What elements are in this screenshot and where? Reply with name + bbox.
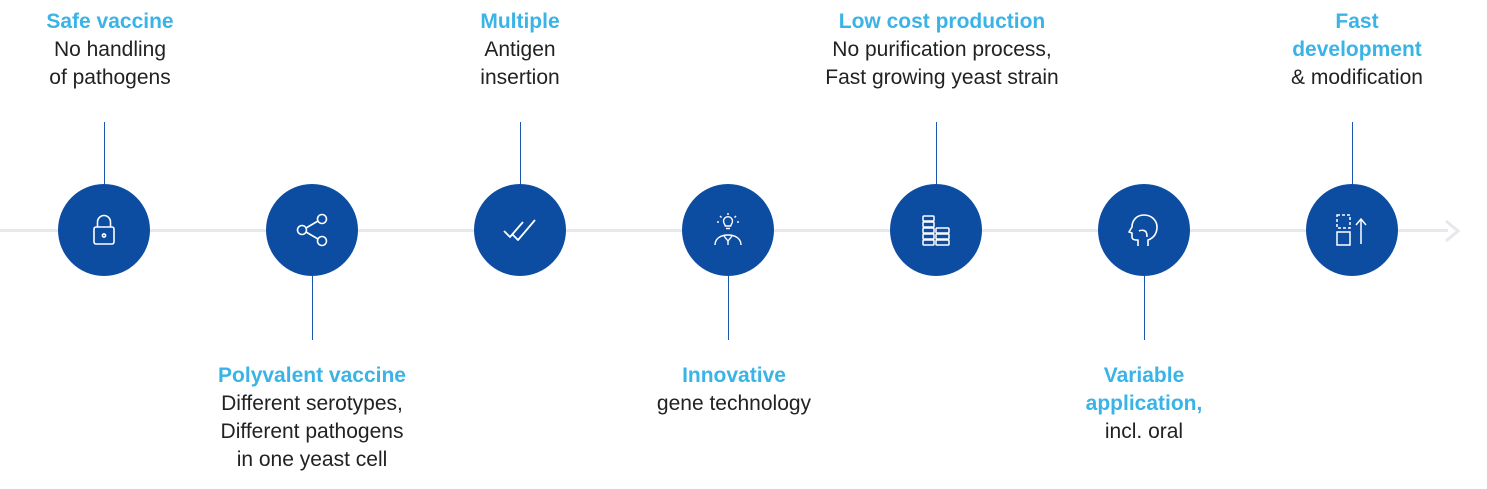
step-node-innovative: [682, 184, 774, 276]
step-text: Fast growing yeast strain: [825, 66, 1059, 89]
step-text: Antigen: [484, 38, 556, 61]
step-title: Innovative: [682, 364, 786, 387]
step-node-fast-development: [1306, 184, 1398, 276]
step-text: incl. oral: [1104, 420, 1184, 443]
step-title: application,: [1085, 392, 1203, 415]
step-title: Low cost production: [838, 10, 1046, 33]
step-text: Different serotypes,: [221, 392, 403, 415]
coin-stacks-icon: [922, 215, 950, 246]
step-text: No handling: [53, 38, 167, 61]
step-node-variable-application: [1098, 184, 1190, 276]
connector-line: [520, 122, 521, 184]
step-label-polyvalent-vaccine: Polyvalent vaccine Different serotypes, …: [152, 362, 472, 474]
step-title: Polyvalent vaccine: [218, 364, 406, 387]
step-title: Variable: [1103, 364, 1185, 387]
expand-arrow-icon: [1336, 214, 1367, 246]
lock-icon: [93, 214, 115, 245]
connector-line: [312, 276, 313, 340]
step-text: Different pathogens: [220, 420, 404, 443]
step-label-fast-development: Fast development & modification: [1197, 8, 1487, 92]
step-node-multiple: [474, 184, 566, 276]
step-text: insertion: [480, 66, 560, 89]
connector-line: [728, 276, 729, 340]
step-label-safe-vaccine: Safe vaccine No handling of pathogens: [0, 8, 270, 92]
step-text: of pathogens: [49, 66, 171, 89]
step-label-multiple: Multiple Antigen insertion: [360, 8, 680, 92]
step-text: gene technology: [656, 392, 812, 415]
step-label-low-cost-production: Low cost production No purification proc…: [782, 8, 1102, 92]
step-text: & modification: [1291, 66, 1423, 89]
step-text: No purification process,: [832, 38, 1052, 61]
connector-line: [104, 122, 105, 184]
idea-person-icon: [714, 213, 742, 246]
step-title: Fast: [1335, 10, 1379, 33]
step-node-polyvalent-vaccine: [266, 184, 358, 276]
connector-line: [1352, 122, 1353, 184]
step-text: in one yeast cell: [236, 448, 388, 471]
step-node-safe-vaccine: [58, 184, 150, 276]
step-label-variable-application: Variable application, incl. oral: [984, 362, 1304, 446]
head-profile-icon: [1128, 214, 1158, 246]
double-check-icon: [503, 219, 536, 241]
timeline-arrowhead-icon: [1445, 219, 1461, 243]
step-label-innovative: Innovative gene technology: [574, 362, 894, 418]
step-title: Multiple: [480, 10, 560, 33]
connector-line: [1144, 276, 1145, 340]
connector-line: [936, 122, 937, 184]
step-title: development: [1292, 38, 1422, 61]
step-node-low-cost-production: [890, 184, 982, 276]
share-icon: [296, 213, 328, 247]
step-title: Safe vaccine: [46, 10, 174, 33]
